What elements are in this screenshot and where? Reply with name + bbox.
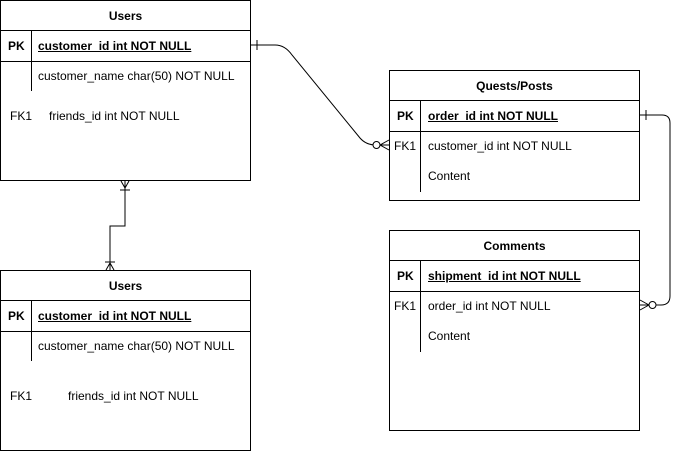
fk-field: order_id int NOT NULL (428, 299, 551, 313)
fk-field: customer_id int NOT NULL (428, 139, 572, 153)
fk-label: FK1 (394, 139, 417, 153)
relationship-users-quests[interactable] (251, 40, 390, 151)
relationship-users-users[interactable] (105, 180, 130, 271)
pk-band (1, 301, 250, 332)
fk-label: FK1 (10, 389, 33, 403)
pk-label: PK (8, 39, 25, 53)
entity-users-top[interactable]: Users PK customer_id int NOT NULL custom… (0, 0, 251, 181)
pk-field: shipment_id int NOT NULL (428, 269, 581, 283)
entity-users-bottom[interactable]: Users PK customer_id int NOT NULL custom… (0, 270, 251, 451)
pk-field: customer_id int NOT NULL (38, 39, 192, 53)
pk-band (390, 261, 639, 292)
pk-field: customer_id int NOT NULL (38, 309, 192, 323)
crowfoot-marker (109, 262, 115, 271)
entity-title: Quests/Posts (390, 71, 639, 101)
divider (31, 301, 32, 361)
divider (420, 261, 421, 352)
crowfoot-marker (105, 262, 111, 271)
crowfoot-marker (379, 144, 390, 151)
fk-label: FK1 (10, 109, 33, 123)
fk-field: friends_id int NOT NULL (49, 109, 180, 123)
divider (31, 31, 32, 91)
crowfoot-marker (639, 304, 650, 311)
field-content: Content (428, 169, 471, 183)
fk-label: FK1 (394, 299, 417, 313)
crowfoot-marker (379, 139, 390, 146)
relationship-quests-comments[interactable] (639, 110, 671, 311)
pk-label: PK (397, 109, 414, 123)
pk-band (390, 101, 639, 132)
zero-marker (648, 301, 657, 309)
pk-label: PK (8, 309, 25, 323)
field-customer-name: customer_name char(50) NOT NULL (38, 69, 235, 83)
field-content: Content (428, 329, 471, 343)
pk-band (1, 31, 250, 62)
entity-comments[interactable]: Comments PK shipment_id int NOT NULL FK1… (389, 230, 640, 431)
entity-title: Comments (390, 231, 639, 261)
crowfoot-marker (124, 180, 130, 189)
divider (420, 101, 421, 192)
entity-quests-posts[interactable]: Quests/Posts PK order_id int NOT NULL FK… (389, 70, 640, 201)
entity-title: Users (1, 271, 250, 301)
pk-label: PK (397, 269, 414, 283)
fk-field: friends_id int NOT NULL (68, 389, 199, 403)
entity-title: Users (1, 1, 250, 31)
crowfoot-marker (639, 299, 650, 306)
field-customer-name: customer_name char(50) NOT NULL (38, 339, 235, 353)
pk-field: order_id int NOT NULL (428, 109, 558, 123)
zero-marker (372, 141, 381, 149)
crowfoot-marker (120, 180, 126, 189)
